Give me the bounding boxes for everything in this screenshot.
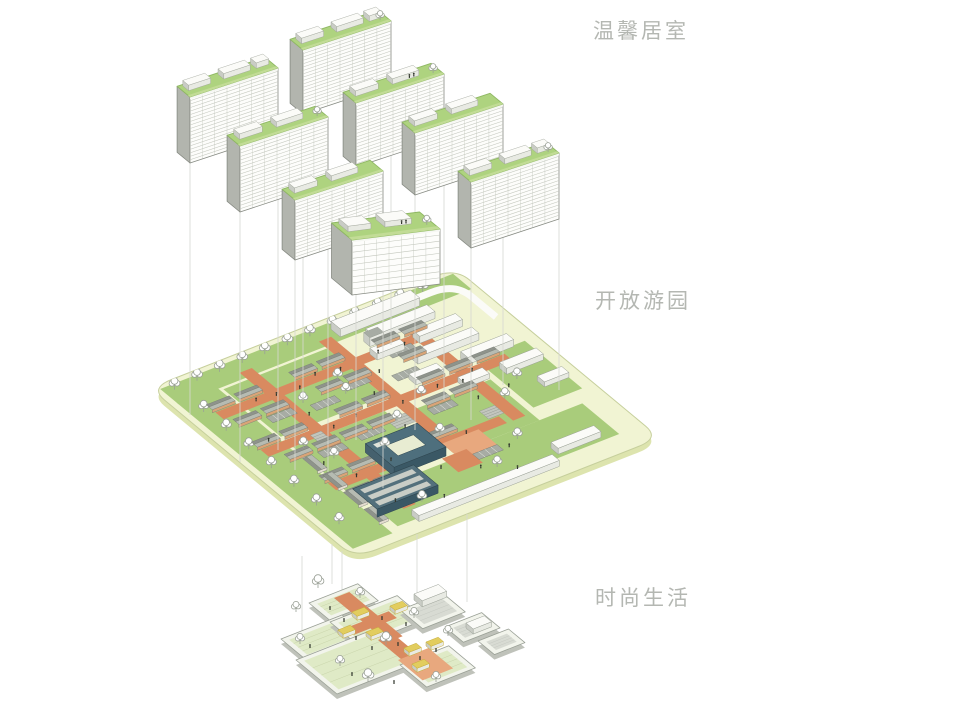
layer-label-towers: 温馨居室 (593, 20, 689, 43)
layer-label-park: 开放游园 (595, 290, 691, 313)
layer-label-plaza: 时尚生活 (595, 587, 691, 610)
